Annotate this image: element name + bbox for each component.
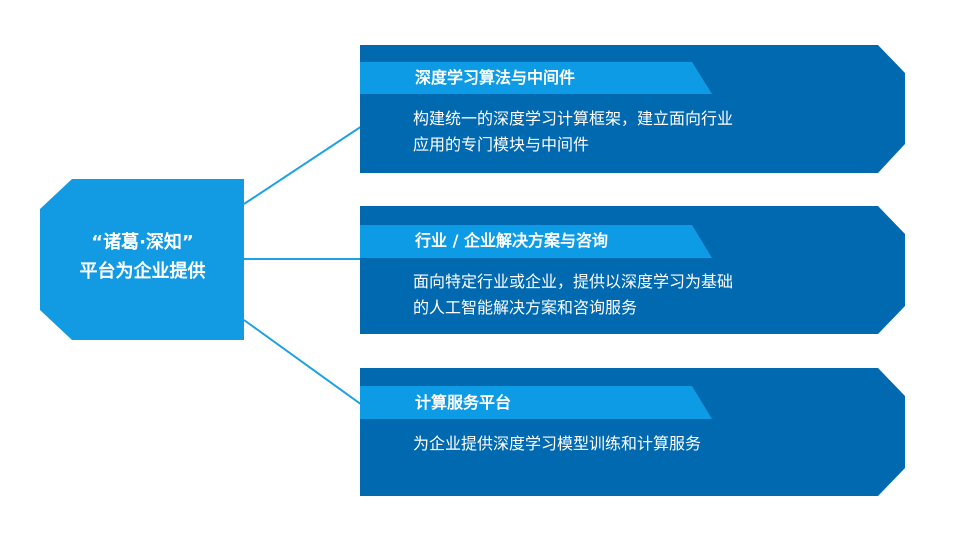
card-1-description: 构建统一的深度学习计算框架，建立面向行业 应用的专门模块与中间件 <box>413 106 853 158</box>
center-label: “诸葛·深知” 平台为企业提供 <box>40 228 245 286</box>
center-label-line-2: 平台为企业提供 <box>79 261 206 282</box>
connector-line-bottom <box>243 319 363 406</box>
card-3-description: 为企业提供深度学习模型训练和计算服务 <box>413 431 853 457</box>
card-2-title: 行业 / 企业解决方案与咨询 <box>415 231 608 250</box>
card-3-title: 计算服务平台 <box>415 393 512 412</box>
card-2-title-band <box>360 225 712 258</box>
card-1-title: 深度学习算法与中间件 <box>415 68 576 87</box>
card-3-description-line-1: 为企业提供深度学习模型训练和计算服务 <box>413 434 702 453</box>
card-2-description-line-1: 面向特定行业或企业，提供以深度学习为基础 <box>413 272 734 291</box>
card-1-title-band <box>360 62 712 94</box>
card-1-description-line-2: 应用的专门模块与中间件 <box>413 135 590 154</box>
card-3-title-band <box>360 386 712 419</box>
card-1-description-line-1: 构建统一的深度学习计算框架，建立面向行业 <box>413 109 734 128</box>
center-label-line-1: “诸葛·深知” <box>91 232 194 253</box>
center-hexagon <box>40 179 244 340</box>
card-2-description-line-2: 的人工智能解决方案和咨询服务 <box>413 298 638 317</box>
connector-line-top <box>243 125 363 205</box>
card-2-description: 面向特定行业或企业，提供以深度学习为基础 的人工智能解决方案和咨询服务 <box>413 269 853 321</box>
